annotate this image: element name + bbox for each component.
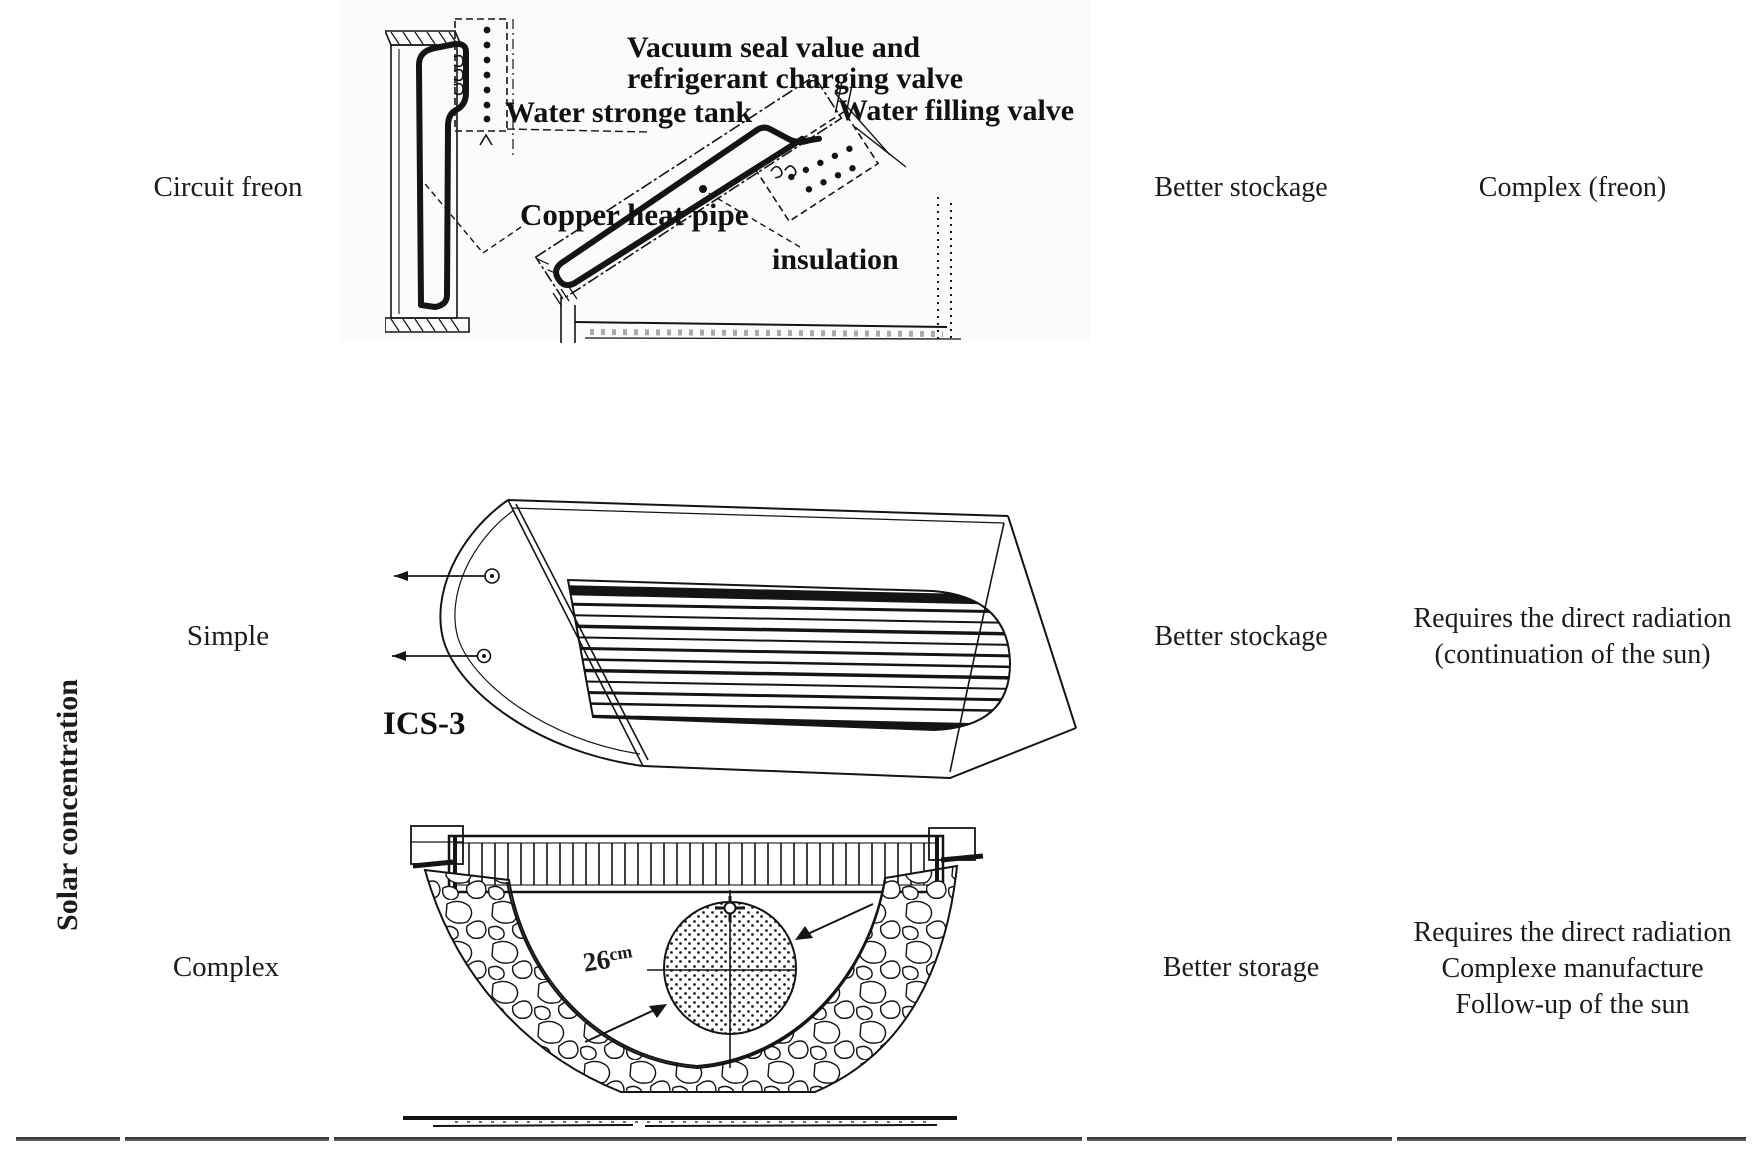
ics-collector-diagram [392,499,1077,780]
drawback-line: Complex (freon) [1478,172,1667,203]
drawback-line: (continuation of the sun) [1434,639,1711,670]
table-bottom-border-col5 [1397,1137,1746,1141]
row1-type-label: Circuit freon [153,171,303,203]
vacuum-valve-label: Vacuum seal value and refrigerant chargi… [627,32,963,94]
water-storage-tank-label: Water stronge tank [505,96,753,129]
ics-model-label: ICS-3 [383,706,466,742]
table-bottom-border-col4 [1087,1137,1392,1141]
row-group-label-solar-concentration: Solar concentration [51,679,84,931]
row3-storage-cell: Better storage [1162,952,1320,983]
water-filling-valve-label: Water filling valve [838,94,1075,127]
row1-drawback-cell: Complex (freon) [1400,170,1745,206]
table-bottom-border-col2 [125,1137,329,1141]
drawback-line: Requires the direct radiation [1413,917,1732,948]
drawback-line: Follow-up of the sun [1455,989,1690,1020]
table-bottom-border-col3 [334,1137,1082,1141]
drawback-line: Complexe manufacture [1441,953,1704,984]
vacuum-valve-label-line1: Vacuum seal value and [627,31,921,64]
drawback-line: Requires the direct radiation [1413,603,1732,634]
copper-heat-pipe-label: Copper heat pipe [520,197,749,232]
insulation-label: insulation [772,243,899,276]
row3-type-label: Complex [172,951,280,983]
diameter-unit: cm [607,941,634,965]
heat-pipe-collector-diagram [385,18,962,343]
row2-storage-cell: Better stockage [1154,621,1328,652]
row2-drawback-cell: Requires the direct radiation (continuat… [1400,601,1745,673]
row2-type-label: Simple [186,620,270,652]
row3-drawback-cell: Requires the direct radiation Complexe m… [1400,915,1745,1023]
concentrator-diagram [403,825,984,1127]
table-bottom-border-col1 [16,1137,120,1141]
vacuum-valve-label-line2: refrigerant charging valve [627,62,964,95]
row1-storage-cell: Better stockage [1154,172,1328,203]
